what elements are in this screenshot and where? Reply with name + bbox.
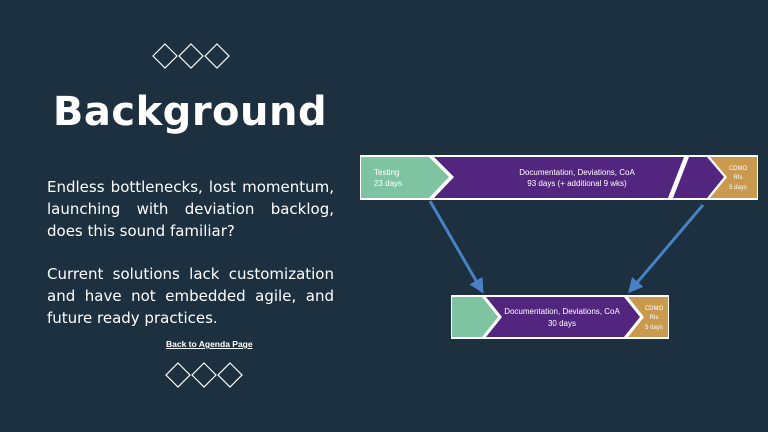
intro-paragraph: Endless bottlenecks, lost momentum, laun… (47, 178, 334, 240)
left-connector-arrow (428, 200, 484, 294)
solutions-paragraph: Current solutions lack customization and… (47, 265, 334, 327)
improved-cdmo-chevron (628, 297, 668, 337)
back-to-agenda-link[interactable]: Back to Agenda Page (166, 339, 253, 349)
documentation-chevron (434, 157, 684, 198)
current-doc-days: 93 days (+ additional 9 wks) (527, 179, 627, 188)
bottom-diamond-ornament (165, 362, 243, 388)
current-cdmo-line2: RIs (734, 175, 743, 181)
slide-title: Background (52, 89, 328, 135)
current-process-bar: Testing 23 days Documentation, Deviation… (360, 155, 758, 200)
improved-cdmo-days: 5 days (645, 325, 663, 331)
cdmo-chevron (710, 157, 757, 198)
current-doc-label: Documentation, Deviations, CoA (519, 168, 635, 177)
current-cdmo-days: 5 days (729, 185, 747, 191)
improved-documentation-chevron (486, 297, 640, 337)
top-diamond-ornament (152, 43, 230, 69)
improved-testing-chevron (452, 297, 498, 337)
testing-days: 23 days (374, 179, 402, 188)
improved-cdmo-line1: CDMO (645, 306, 664, 312)
current-cdmo-line1: CDMO (729, 166, 748, 172)
right-connector-arrow (628, 204, 705, 294)
testing-label: Testing (374, 168, 399, 177)
improved-doc-days: 30 days (548, 319, 576, 328)
testing-chevron (361, 157, 449, 198)
improved-doc-label: Documentation, Deviations, CoA (504, 307, 620, 316)
improved-cdmo-line2: RIs (650, 315, 659, 321)
documentation-extra-chevron (673, 157, 724, 198)
improved-process-bar: Documentation, Deviations, CoA 30 days C… (451, 295, 669, 339)
